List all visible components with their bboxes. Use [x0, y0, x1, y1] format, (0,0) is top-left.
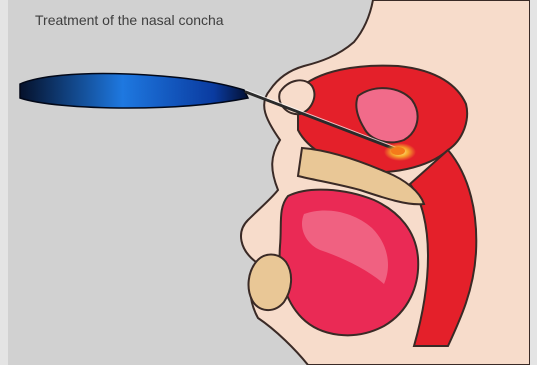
probe-handle: [20, 73, 248, 108]
nasal-anatomy-icon: [8, 0, 530, 365]
chin-bone-shape: [249, 255, 292, 311]
probe-tip: [391, 147, 405, 155]
illustration-panel: Treatment of the nasal concha: [8, 0, 530, 365]
figure-caption: Treatment of the nasal concha: [35, 12, 224, 28]
